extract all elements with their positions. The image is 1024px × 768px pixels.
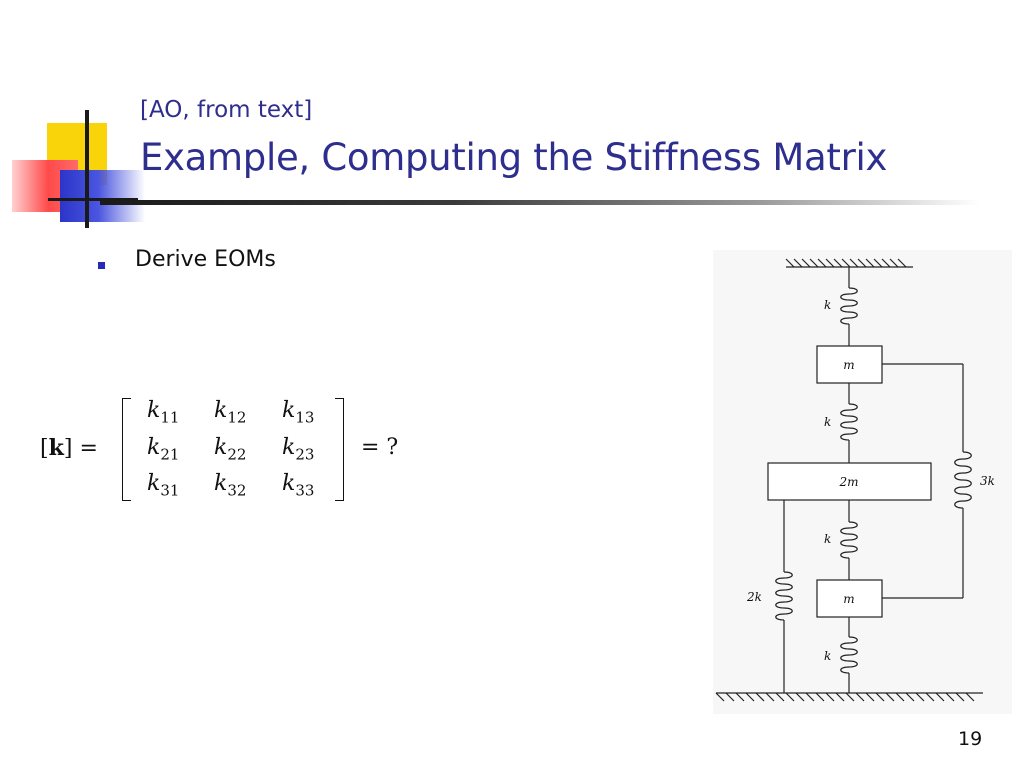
- title-underline: [100, 200, 980, 205]
- spring-right: [882, 363, 972, 599]
- matrix-cell-k12: k12: [214, 398, 247, 427]
- matrix-cell-k22: k22: [214, 435, 247, 464]
- slide-subtitle: [AO, from text]: [140, 97, 313, 123]
- spring-left-label: 2k: [746, 590, 762, 604]
- lhs-symbol: k: [48, 435, 64, 461]
- matrix-cell-k31: k31: [147, 471, 180, 500]
- spring-upper-middle-label: k: [824, 415, 831, 429]
- bullet-marker: [98, 262, 105, 269]
- spring-lower-middle-label: k: [824, 532, 831, 546]
- spring-upper-middle: [840, 383, 858, 463]
- mass-top-label: m: [843, 358, 854, 372]
- matrix-cell-k11: k11: [147, 398, 180, 427]
- ceiling-support: [785, 258, 913, 268]
- matrix-rhs: = ?: [361, 435, 399, 460]
- mass-bottom-label: m: [843, 592, 854, 606]
- matrix-left-bracket: [122, 398, 131, 501]
- matrix-right-bracket: [335, 398, 344, 501]
- spring-top-label: k: [824, 298, 831, 312]
- matrix-lhs: [k] =: [40, 435, 98, 461]
- mass-middle: [767, 462, 932, 501]
- logo-horizontal-line: [48, 198, 138, 201]
- matrix-cell-k33: k33: [282, 471, 315, 500]
- lhs-close-bracket: ]: [63, 436, 73, 461]
- spring-bottom: [840, 617, 858, 693]
- logo-blue-square: [60, 170, 145, 222]
- spring-top: [840, 267, 858, 346]
- matrix-cell-k23: k23: [282, 435, 315, 464]
- mass-middle-label: 2m: [838, 475, 858, 489]
- spring-right-label: 3k: [980, 474, 995, 488]
- matrix-cell-k13: k13: [282, 398, 315, 427]
- spring-lower-middle: [840, 500, 858, 580]
- bullet-item: Derive EOMs: [135, 247, 276, 272]
- lhs-equals: =: [79, 436, 98, 461]
- ground-support: [715, 692, 983, 702]
- spring-left: [775, 500, 793, 693]
- spring-bottom-label: k: [824, 649, 831, 663]
- mass-bottom: [816, 579, 883, 618]
- logo-vertical-line: [85, 110, 89, 228]
- lhs-open-bracket: [: [40, 436, 49, 461]
- matrix-cell-k21: k21: [147, 435, 180, 464]
- matrix-cell-k32: k32: [214, 471, 247, 500]
- decorative-logo: [0, 100, 150, 230]
- page-number: 19: [958, 728, 983, 750]
- slide-title: Example, Computing the Stiffness Matrix: [140, 136, 888, 179]
